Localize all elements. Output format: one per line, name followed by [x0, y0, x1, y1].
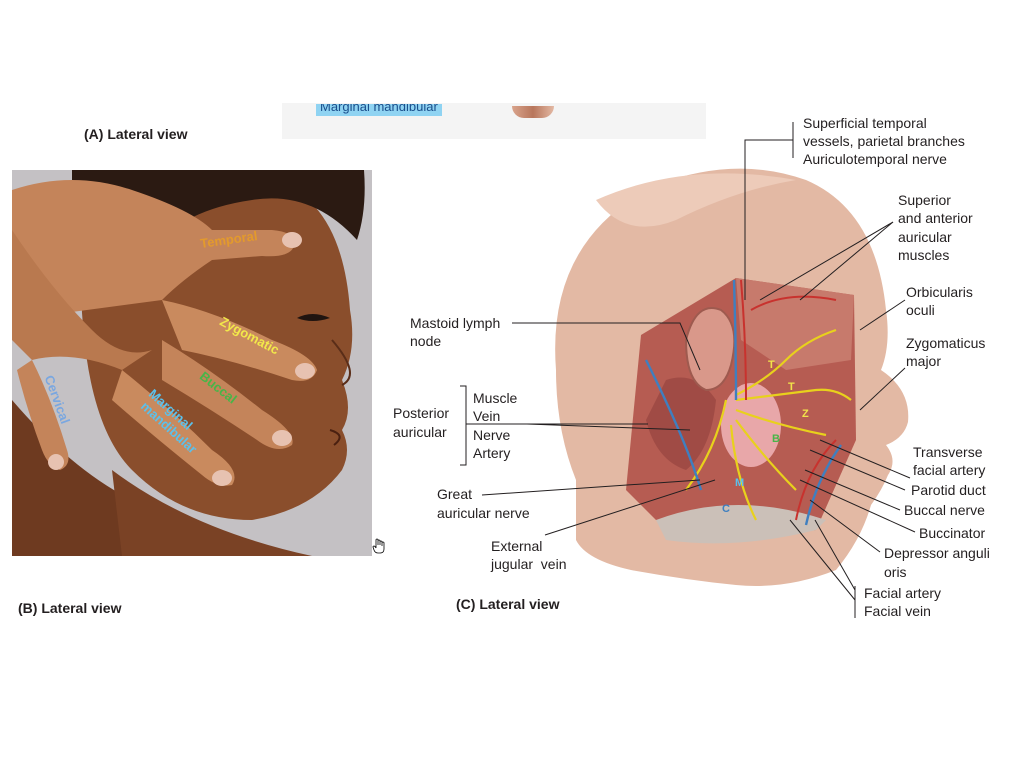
label-orbicularis-line1: Orbicularis	[906, 284, 973, 300]
label-zygomaticus-line2: major	[906, 353, 942, 369]
caption-a: (A) Lateral view	[84, 126, 188, 142]
label-superior-auricular-line2: and anterior	[898, 210, 973, 226]
label-superficial-temporal-line2: vessels, parietal branches	[803, 133, 965, 149]
nerve-letter-z: Z	[802, 408, 809, 420]
label-mastoid-line2: node	[410, 333, 442, 349]
label-transverse-line1: Transverse	[913, 444, 983, 460]
label-posterior-muscle: Muscle	[473, 390, 518, 406]
anatomy-illustration: T T Z B M C	[536, 160, 936, 600]
label-auriculotemporal-nerve: Auriculotemporal nerve	[803, 151, 947, 167]
label-great-auricular-line2: auricular nerve	[437, 505, 530, 521]
label-posterior-line2: auricular	[393, 424, 447, 440]
caption-b: (B) Lateral view	[18, 600, 122, 616]
label-parotid-duct: Parotid duct	[911, 482, 986, 498]
label-superior-auricular-line4: muscles	[898, 247, 950, 263]
label-transverse-line2: facial artery	[913, 462, 986, 478]
photo-face-with-hand: Temporal Zygomatic Buccal Marginal mandi…	[12, 170, 372, 556]
nerve-letter-t2: T	[788, 381, 795, 393]
label-orbicularis-line2: oculi	[906, 302, 935, 318]
nerve-letter-t1: T	[768, 359, 775, 371]
label-superior-auricular-line3: auricular	[898, 229, 952, 245]
hand-cursor-icon	[372, 538, 386, 559]
label-buccal-nerve: Buccal nerve	[904, 502, 985, 518]
label-posterior-vein: Vein	[473, 408, 501, 424]
label-posterior-line1: Posterior	[393, 405, 450, 421]
label-depressor-line1: Depressor anguli	[884, 545, 990, 561]
label-zygomaticus-line1: Zygomaticus	[906, 335, 986, 351]
label-great-auricular-line1: Great	[437, 486, 473, 502]
label-facial-artery: Facial artery	[864, 585, 942, 601]
cropped-image-fragment	[512, 106, 554, 118]
label-posterior-nerve: Nerve	[473, 427, 511, 443]
label-depressor-line2: oris	[884, 564, 907, 580]
caption-c: (C) Lateral view	[456, 596, 560, 612]
clipped-label-marginal-mandibular: Marginal mandibular	[316, 104, 442, 116]
label-posterior-artery: Artery	[473, 445, 511, 461]
label-buccinator: Buccinator	[919, 525, 986, 541]
label-facial-vein: Facial vein	[864, 603, 931, 619]
label-external-jugular-line1: External	[491, 538, 543, 554]
label-mastoid-line1: Mastoid lymph	[410, 315, 501, 331]
label-superior-auricular-line1: Superior	[898, 192, 951, 208]
nerve-letter-b: B	[772, 433, 780, 445]
nerve-letter-m: M	[735, 477, 744, 489]
label-superficial-temporal-line1: Superficial temporal	[803, 115, 927, 131]
nerve-letter-c: C	[722, 503, 730, 515]
label-external-jugular-line2: jugular vein	[491, 556, 567, 572]
